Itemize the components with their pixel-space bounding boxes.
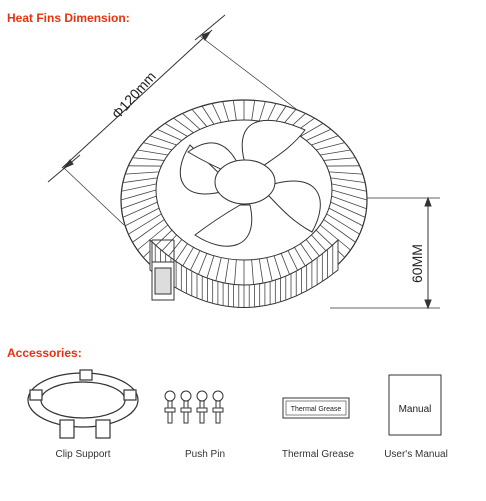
users-manual-label: User's Manual <box>384 449 448 460</box>
clip-support-label: Clip Support <box>55 449 111 460</box>
heat-fins-section-title: Heat Fins Dimension: <box>7 11 130 25</box>
mounting-clip <box>151 239 175 301</box>
push-pin-icon <box>164 390 224 424</box>
thermal-grease-icon: Thermal Grease <box>282 397 350 419</box>
clip-support-icon <box>27 369 139 439</box>
manual-package-text: Manual <box>399 404 432 415</box>
accessories-row: Thermal Grease Manual <box>27 369 442 439</box>
thermal-grease-package-text: Thermal Grease <box>291 406 342 413</box>
accessories-section-title: Accessories: <box>7 346 82 360</box>
height-label: 60MM <box>409 244 425 283</box>
thermal-grease-label: Thermal Grease <box>281 449 355 460</box>
heatsink-fan-drawing: Φ120mm 60MM <box>47 14 440 310</box>
manual-icon: Manual <box>388 374 442 436</box>
diameter-dimension-line <box>61 29 213 169</box>
push-pin-label: Push Pin <box>184 449 226 460</box>
diameter-label: Φ120mm <box>108 68 159 122</box>
fan-blades <box>179 119 321 247</box>
fan-hub <box>214 159 276 205</box>
